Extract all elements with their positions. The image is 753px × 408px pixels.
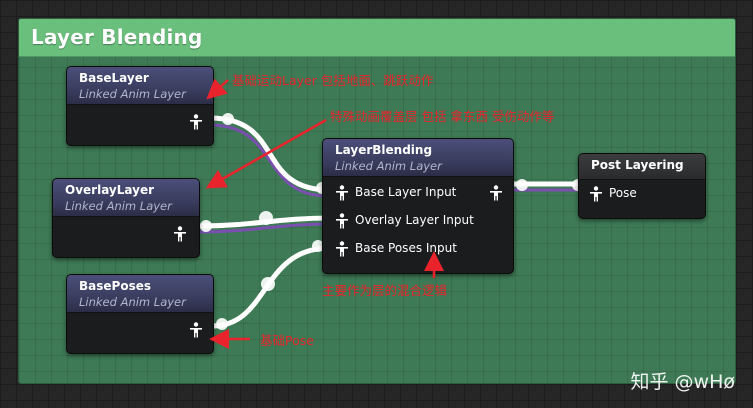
- base-poses-node[interactable]: BasePoses Linked Anim Layer: [66, 274, 214, 354]
- wire-dot: [261, 277, 275, 291]
- node-subtitle: Linked Anim Layer: [65, 199, 172, 213]
- node-header[interactable]: Post Layering: [579, 154, 705, 180]
- pose-pin-icon[interactable]: [335, 241, 349, 257]
- pin-label: Overlay Layer Input: [355, 213, 474, 227]
- node-title: BaseLayer: [79, 71, 149, 85]
- wire-base-layer-shadow: [209, 123, 329, 198]
- node-title: Post Layering: [591, 158, 684, 172]
- comment-title: Layer Blending: [31, 25, 203, 49]
- pin-label: Base Layer Input: [355, 185, 457, 199]
- node-header[interactable]: LayerBlending Linked Anim Layer: [323, 139, 513, 177]
- input-pin-overlay-layer[interactable]: Overlay Layer Input: [323, 212, 513, 230]
- annotation-base-poses: 基础Pose: [260, 333, 314, 348]
- arrow-base-layer: [206, 78, 229, 100]
- layer-blending-node[interactable]: LayerBlending Linked Anim Layer Base Lay…: [322, 138, 514, 274]
- wire-dot: [312, 240, 324, 252]
- pin-label: Pose: [609, 186, 637, 200]
- node-subtitle: Linked Anim Layer: [79, 295, 186, 309]
- node-header[interactable]: OverlayLayer Linked Anim Layer: [53, 179, 199, 217]
- pose-pin-icon[interactable]: [335, 185, 349, 201]
- pose-pin-icon[interactable]: [189, 322, 203, 338]
- pose-pin-icon[interactable]: [173, 226, 187, 242]
- pose-pin-icon[interactable]: [189, 114, 203, 130]
- wire-dot: [516, 179, 528, 191]
- overlay-layer-node[interactable]: OverlayLayer Linked Anim Layer: [52, 178, 200, 258]
- post-layering-node[interactable]: Post Layering Pose: [578, 153, 706, 219]
- node-header[interactable]: BasePoses Linked Anim Layer: [67, 275, 213, 313]
- wire-dot: [216, 318, 228, 330]
- input-pin-base-layer[interactable]: Base Layer Input: [323, 184, 513, 202]
- node-subtitle: Linked Anim Layer: [335, 159, 442, 173]
- node-title: LayerBlending: [335, 143, 433, 157]
- wire-dot: [200, 220, 212, 232]
- node-title: OverlayLayer: [65, 183, 154, 197]
- node-title: BasePoses: [79, 279, 151, 293]
- pose-pin-icon[interactable]: [335, 213, 349, 229]
- pose-pin-icon[interactable]: [589, 186, 603, 202]
- output-pose-pin-icon[interactable]: [489, 185, 503, 201]
- annotation-overlay-layer: 特殊动画覆盖层 包括 拿东西 受伤动作等: [330, 109, 555, 124]
- base-layer-node[interactable]: BaseLayer Linked Anim Layer: [66, 66, 214, 146]
- comment-header[interactable]: Layer Blending: [19, 19, 735, 57]
- wire-dot: [222, 113, 234, 125]
- watermark: 知乎 @wHø: [630, 371, 736, 393]
- annotation-layer-blending: 主要作为层的混合逻辑: [322, 283, 448, 298]
- node-header[interactable]: BaseLayer Linked Anim Layer: [67, 67, 213, 105]
- wire-overlay-layer-shadow: [199, 222, 331, 234]
- annotation-base-layer: 基础运动Layer 包括地面、跳跃动作: [232, 73, 434, 88]
- node-subtitle: Linked Anim Layer: [79, 87, 186, 101]
- wire-dot: [259, 211, 273, 225]
- input-pin-pose[interactable]: Pose: [579, 185, 705, 203]
- arrow-overlay-layer: [205, 118, 327, 189]
